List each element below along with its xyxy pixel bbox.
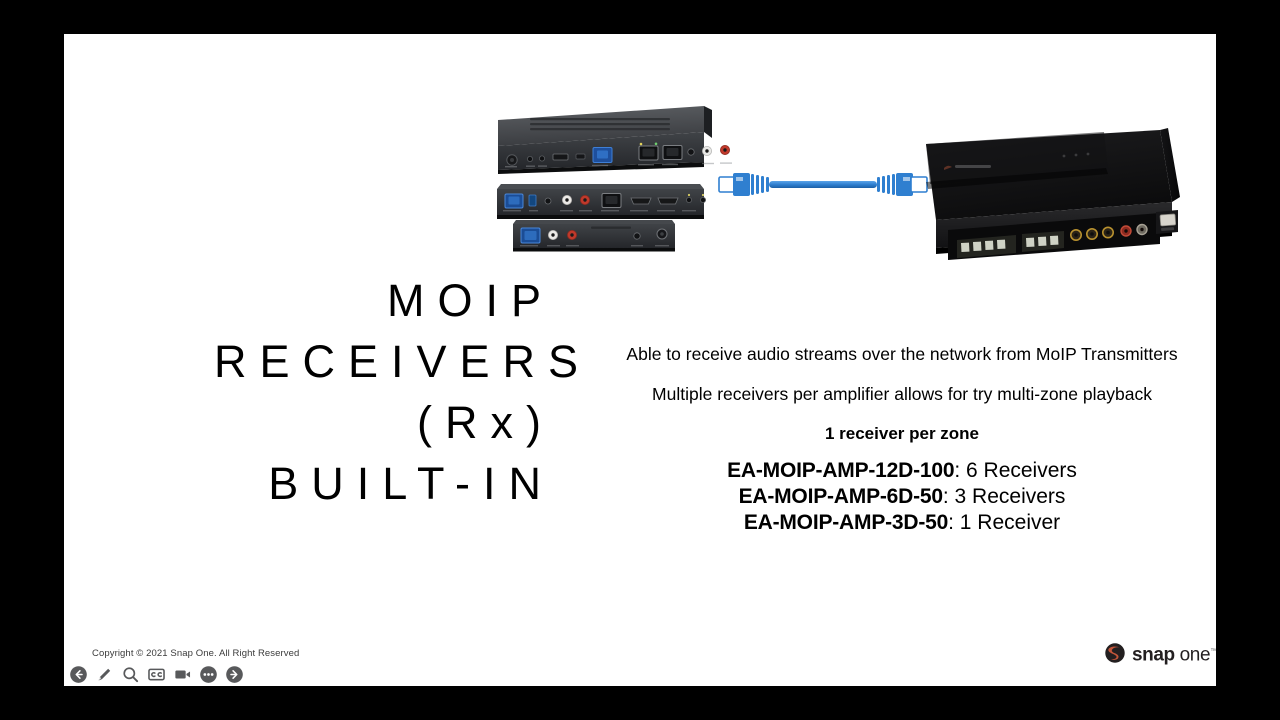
slide-title: MOIP RECEIVERS (Rx) BUILT-IN [214,270,592,514]
snap-one-logo-mark [1104,642,1126,664]
device-top-artwork [498,106,732,174]
model-sku: EA-MOIP-AMP-6D-50 [738,485,943,508]
body-line-2: Multiple receivers per amplifier allows … [652,384,1152,404]
closed-captions-icon [148,668,165,680]
model-receiver-count: : 1 Receiver [948,511,1061,534]
video-camera-icon [175,670,191,678]
model-receiver-count: : 6 Receivers [954,459,1077,482]
wordmark-primary: snap [1132,644,1175,666]
slide-canvas: MOIP RECEIVERS (Rx) BUILT-IN Able to rec… [64,34,1216,686]
magnifier-icon [123,666,139,682]
trademark-symbol: ™ [1210,648,1216,655]
annotate-button[interactable] [93,663,116,686]
zoom-button[interactable] [119,663,142,686]
title-line-1: MOIP [386,275,554,326]
title-line-3: (Rx) [417,397,554,448]
previous-slide-button[interactable] [67,663,90,686]
player-toolbar[interactable] [64,662,246,686]
snap-one-logo: snap one™ [1104,642,1216,664]
ethernet-cable-artwork [718,173,928,196]
snap-one-wordmark: snap one™ [1132,642,1216,664]
pencil-icon [98,668,111,680]
ellipsis-icon [200,665,217,683]
circled-forward-arrow-icon [226,665,243,683]
circled-back-arrow-icon [70,665,87,683]
model-sku: EA-MOIP-AMP-12D-100 [727,459,955,482]
body-line-1: Able to receive audio streams over the n… [626,344,1178,364]
model-row: EA-MOIP-AMP-12D-100: 6 Receivers [524,458,1216,484]
title-line-4: BUILT-IN [268,458,554,509]
captions-button[interactable] [145,663,168,686]
model-receiver-count: : 3 Receivers [942,485,1066,508]
model-sku: EA-MOIP-AMP-3D-50 [743,511,949,534]
body-line-3-emphasis: 1 receiver per zone [824,424,980,443]
next-slide-button[interactable] [223,663,246,686]
more-options-button[interactable] [197,663,220,686]
video-button[interactable] [171,663,194,686]
copyright-notice: Copyright © 2021 Snap One. All Right Res… [92,648,300,659]
slide-body-copy: Able to receive audio streams over the n… [524,334,1216,454]
model-row: EA-MOIP-AMP-3D-50: 1 Receiver [524,510,1216,536]
device-middle-artwork [497,184,707,219]
title-line-2: RECEIVERS [214,336,592,387]
wordmark-secondary: one [1174,644,1211,666]
amplifier-artwork [926,128,1180,260]
device-bottom-artwork [513,220,675,252]
model-row: EA-MOIP-AMP-6D-50: 3 Receivers [524,484,1216,510]
model-list: EA-MOIP-AMP-12D-100: 6 Receivers EA-MOIP… [524,458,1216,536]
